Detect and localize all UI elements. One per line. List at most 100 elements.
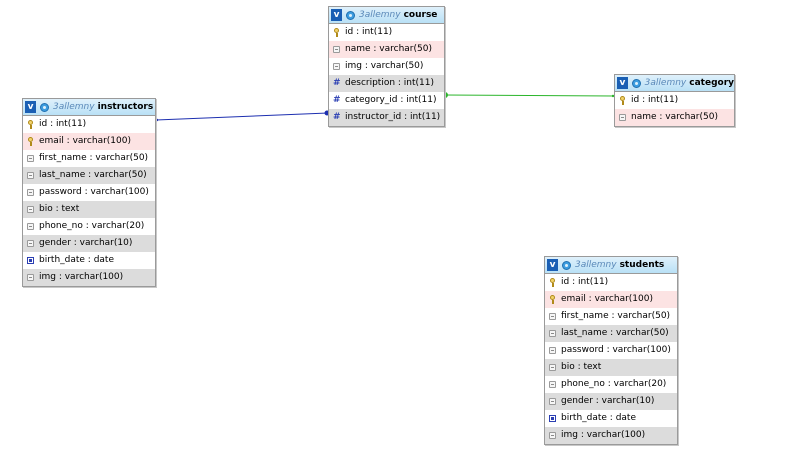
column-label: gender : varchar(10): [39, 238, 133, 248]
numeric-icon: #: [333, 78, 341, 88]
date-icon: [27, 256, 35, 265]
column-label: email : varchar(100): [561, 294, 653, 304]
column-icon: [27, 239, 35, 248]
key-icon: [549, 295, 557, 304]
column-row[interactable]: bio : text: [545, 359, 677, 376]
collapse-toggle-icon[interactable]: v: [547, 259, 558, 271]
table-header[interactable]: v 3allemny students: [545, 257, 677, 274]
column-row[interactable]: email : varchar(100): [545, 291, 677, 308]
column-label: category_id : int(11): [345, 95, 437, 105]
column-row[interactable]: id : int(11): [615, 92, 734, 109]
column-row[interactable]: gender : varchar(10): [545, 393, 677, 410]
column-icon: [549, 431, 557, 440]
column-label: img : varchar(50): [345, 61, 424, 71]
collapse-toggle-icon[interactable]: v: [331, 9, 342, 21]
column-label: first_name : varchar(50): [39, 153, 149, 163]
column-icon: [549, 312, 557, 321]
table-header[interactable]: v 3allemny course: [329, 7, 444, 24]
table-category[interactable]: v 3allemny category id : int(11) name : v…: [614, 74, 735, 127]
table-students[interactable]: v 3allemny students id : int(11) email : …: [544, 256, 678, 445]
column-icon: [27, 205, 35, 214]
table-header[interactable]: v 3allemny instructors: [23, 99, 155, 116]
column-icon: [333, 62, 341, 71]
column-row[interactable]: email : varchar(100): [23, 133, 155, 150]
database-name: 3allemny: [575, 260, 617, 270]
column-icon: [549, 380, 557, 389]
column-label: bio : text: [561, 362, 602, 372]
date-icon: [549, 414, 557, 423]
column-label: description : int(11): [345, 78, 435, 88]
relation-course-instructors: [155, 112, 329, 121]
column-row[interactable]: password : varchar(100): [23, 184, 155, 201]
key-icon: [333, 28, 341, 37]
column-row[interactable]: name : varchar(50): [329, 41, 444, 58]
column-label: birth_date : date: [39, 255, 114, 265]
column-label: password : varchar(100): [39, 187, 149, 197]
column-row[interactable]: birth_date : date: [23, 252, 155, 269]
column-label: img : varchar(100): [561, 430, 646, 440]
column-row[interactable]: last_name : varchar(50): [545, 325, 677, 342]
column-label: gender : varchar(10): [561, 396, 655, 406]
gear-icon[interactable]: [40, 102, 49, 112]
column-label: bio : text: [39, 204, 80, 214]
column-icon: [27, 188, 35, 197]
table-course[interactable]: v 3allemny course id : int(11) name : var…: [328, 6, 445, 127]
column-label: name : varchar(50): [345, 44, 432, 54]
column-row[interactable]: password : varchar(100): [545, 342, 677, 359]
table-name: instructors: [97, 102, 154, 112]
column-row[interactable]: bio : text: [23, 201, 155, 218]
column-row[interactable]: # description : int(11): [329, 75, 444, 92]
column-icon: [27, 154, 35, 163]
column-label: id : int(11): [561, 277, 609, 287]
database-name: 3allemny: [359, 10, 401, 20]
relation-course-instructors-start: [155, 118, 159, 122]
column-row[interactable]: # instructor_id : int(11): [329, 109, 444, 126]
database-name: 3allemny: [644, 78, 687, 88]
collapse-toggle-icon[interactable]: v: [25, 101, 36, 113]
column-row[interactable]: id : int(11): [545, 274, 677, 291]
column-row[interactable]: phone_no : varchar(20): [545, 376, 677, 393]
column-row[interactable]: last_name : varchar(50): [23, 167, 155, 184]
column-label: password : varchar(100): [561, 345, 671, 355]
database-name: 3allemny: [53, 102, 95, 112]
column-list: id : int(11) name : varchar(50): [615, 92, 734, 126]
column-list: id : int(11) email : varchar(100) first_na…: [23, 116, 155, 286]
table-name: category: [689, 78, 734, 88]
relation-course-category: [443, 94, 615, 97]
column-icon: [27, 171, 35, 180]
column-label: id : int(11): [631, 95, 679, 105]
column-label: phone_no : varchar(20): [561, 379, 667, 389]
collapse-toggle-icon[interactable]: v: [617, 77, 628, 89]
column-row[interactable]: id : int(11): [23, 116, 155, 133]
gear-icon[interactable]: [562, 260, 571, 270]
table-header[interactable]: v 3allemny category: [615, 75, 734, 92]
column-row[interactable]: img : varchar(100): [23, 269, 155, 286]
column-row[interactable]: id : int(11): [329, 24, 444, 41]
column-row[interactable]: #category_id : int(11): [329, 92, 444, 109]
table-name: students: [619, 260, 665, 270]
column-label: first_name : varchar(50): [561, 311, 671, 321]
key-icon: [619, 96, 627, 105]
column-list: id : int(11) email : varchar(100) first_na…: [545, 274, 677, 444]
column-label: email : varchar(100): [39, 136, 131, 146]
column-label: birth_date : date: [561, 413, 636, 423]
key-icon: [27, 137, 35, 146]
column-label: instructor_id : int(11): [345, 112, 441, 122]
column-row[interactable]: phone_no : varchar(20): [23, 218, 155, 235]
column-label: img : varchar(100): [39, 272, 124, 282]
table-instructors[interactable]: v 3allemny instructors id : int(11) email…: [22, 98, 156, 287]
gear-icon[interactable]: [631, 78, 641, 88]
column-row[interactable]: img : varchar(50): [329, 58, 444, 75]
column-icon: [549, 329, 557, 338]
column-row[interactable]: gender : varchar(10): [23, 235, 155, 252]
column-row[interactable]: img : varchar(100): [545, 427, 677, 444]
column-row[interactable]: name : varchar(50): [615, 109, 734, 126]
column-row[interactable]: first_name : varchar(50): [23, 150, 155, 167]
gear-icon[interactable]: [346, 10, 355, 20]
column-icon: [333, 45, 341, 54]
column-row[interactable]: first_name : varchar(50): [545, 308, 677, 325]
numeric-icon: #: [333, 112, 341, 122]
column-icon: [27, 222, 35, 231]
column-label: id : int(11): [345, 27, 393, 37]
column-row[interactable]: birth_date : date: [545, 410, 677, 427]
